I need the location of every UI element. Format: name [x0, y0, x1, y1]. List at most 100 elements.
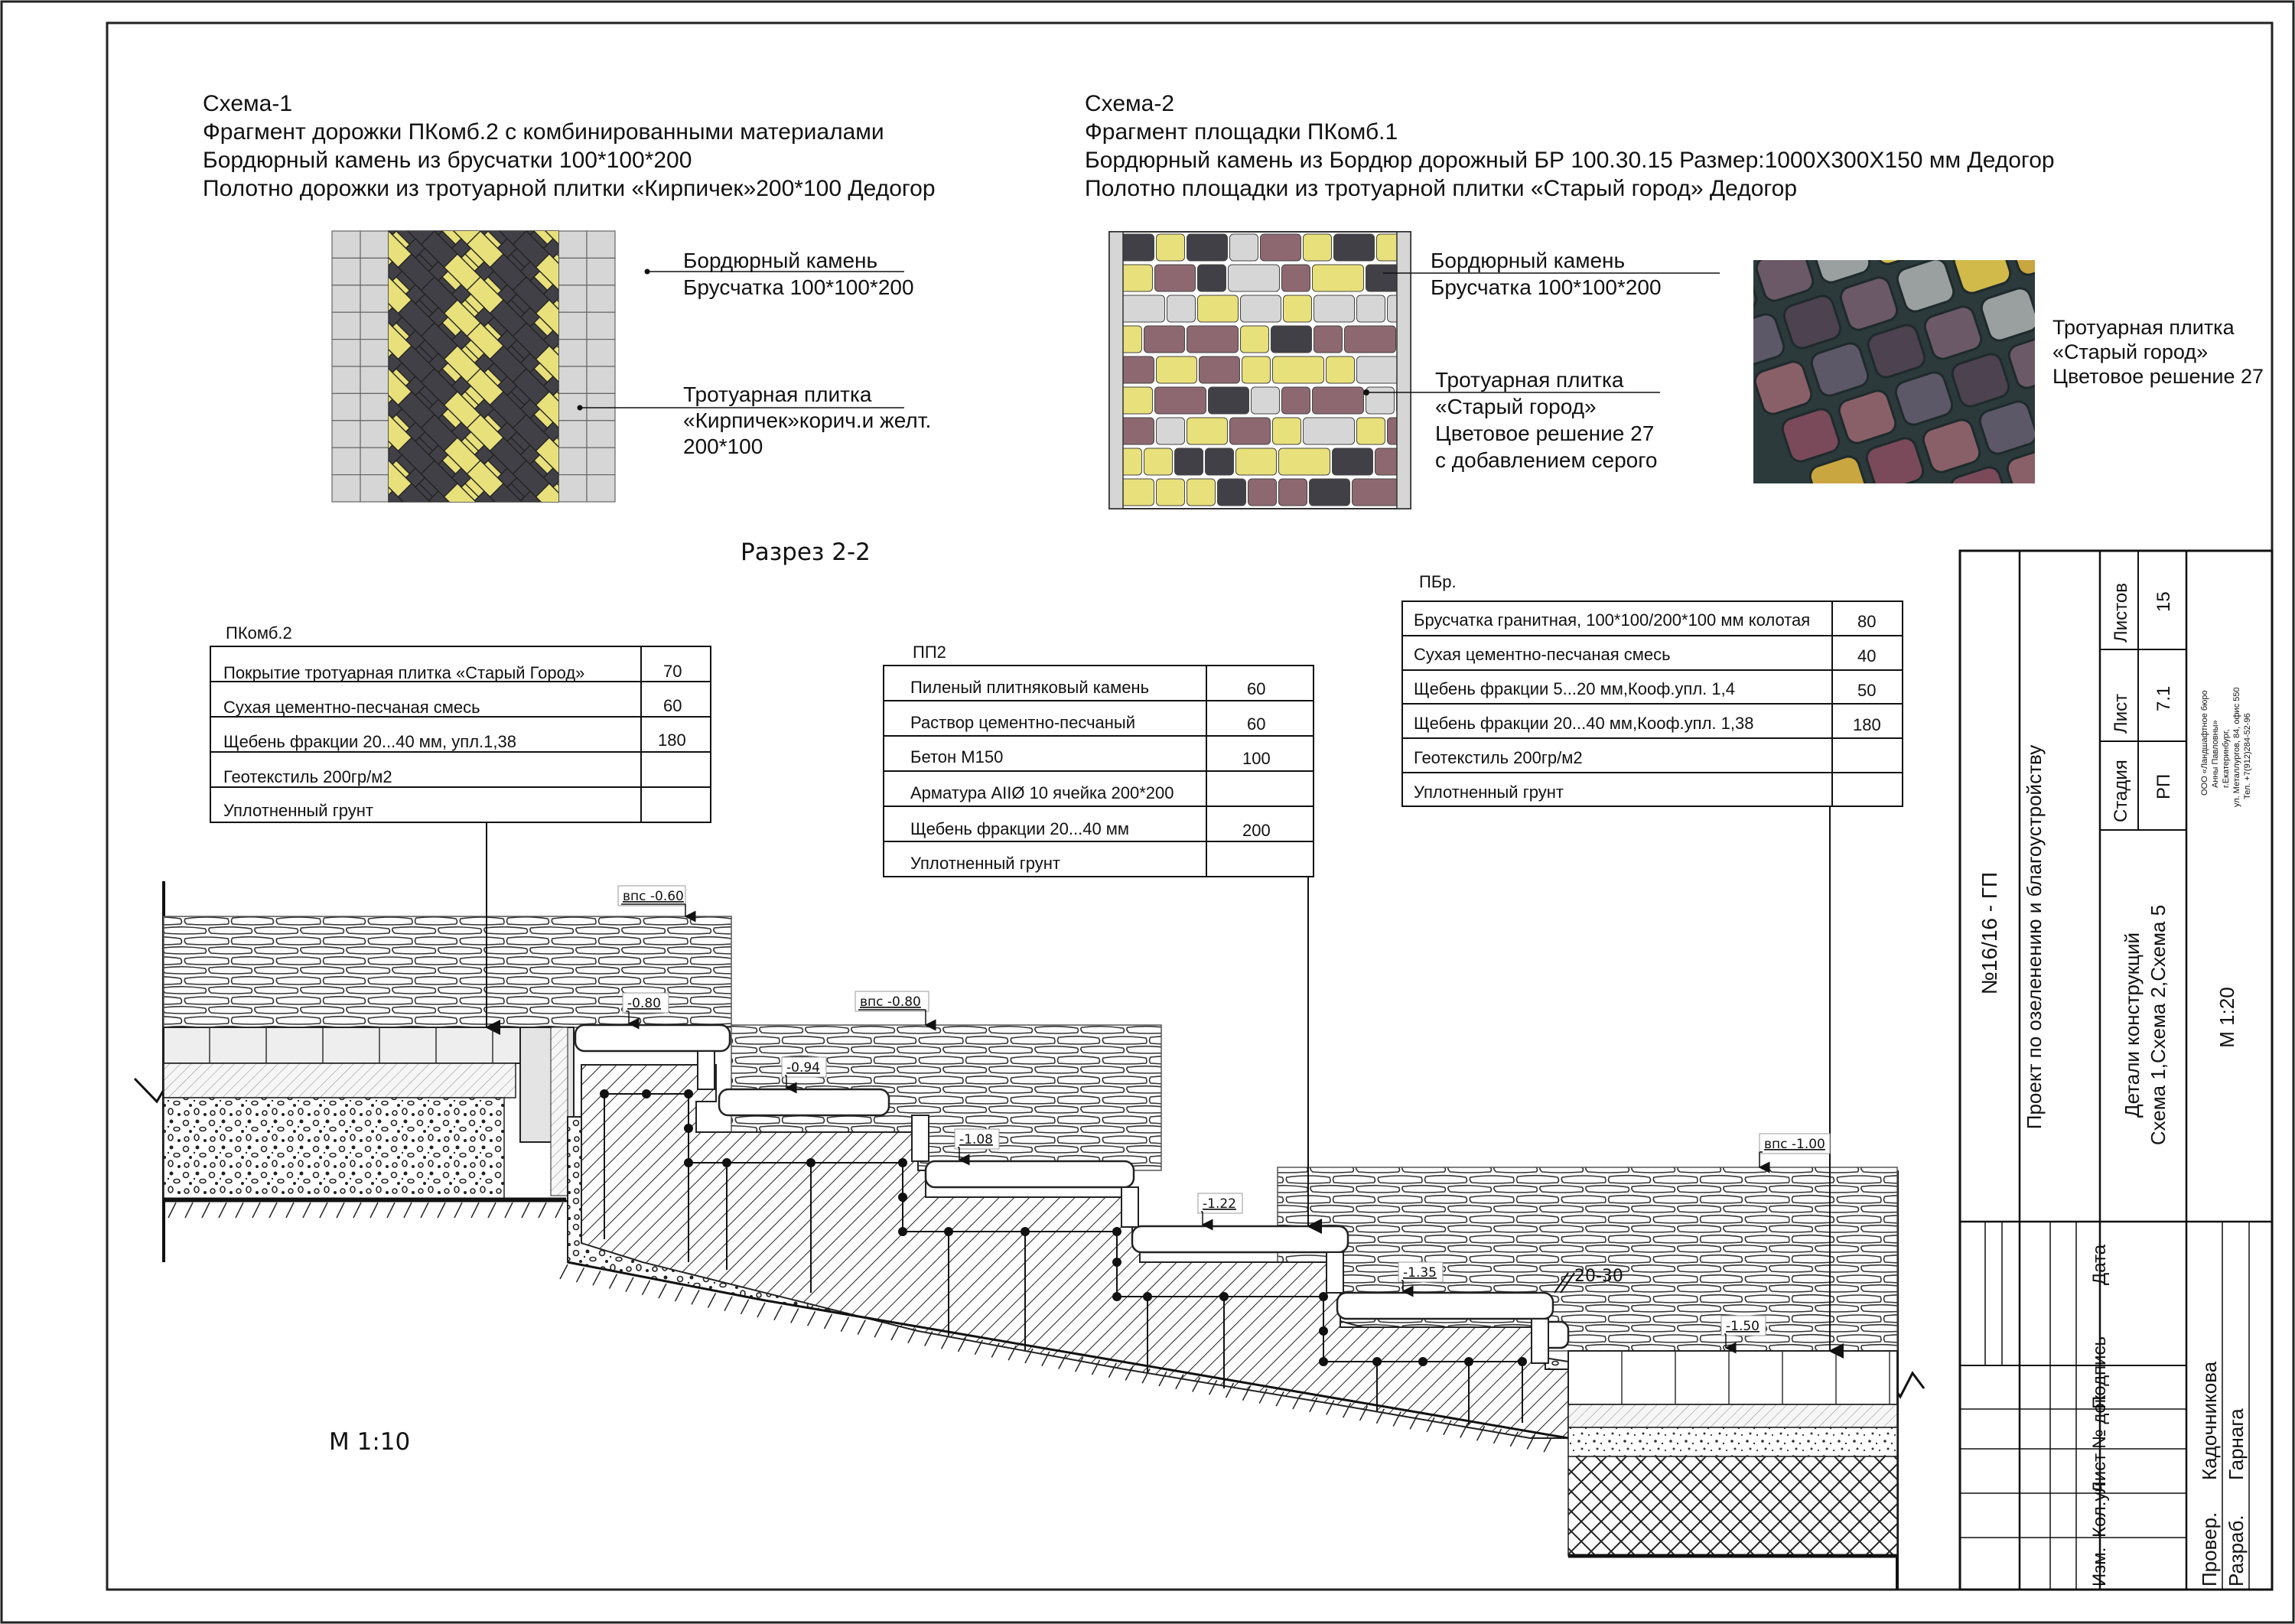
soil-tick — [470, 1202, 480, 1219]
brick — [489, 483, 522, 502]
brick — [720, 346, 760, 386]
border-sett — [360, 420, 389, 448]
paving-tile — [1156, 356, 1197, 384]
paving-tile — [1242, 356, 1271, 384]
role-developer: Разраб. — [2225, 1515, 2248, 1587]
brick — [697, 323, 737, 363]
soil-tick — [658, 1283, 667, 1299]
table-row-value: 40 — [1857, 646, 1876, 666]
soil-tick — [1275, 1391, 1284, 1407]
paving-tile — [1187, 478, 1216, 506]
soil-tick — [1242, 1385, 1252, 1401]
soil-tick — [641, 1280, 651, 1296]
brick — [535, 437, 558, 474]
brick — [760, 208, 800, 249]
soil-tick — [1426, 1417, 1435, 1433]
brick — [714, 300, 754, 340]
paving-tile — [1272, 417, 1301, 445]
soil-tick — [724, 1296, 733, 1312]
brick — [651, 461, 692, 501]
cobblestone — [2065, 201, 2127, 259]
project-name: Проект по озеленению и благоустройству — [2023, 745, 2046, 1129]
elevation-tag — [622, 992, 669, 1014]
paving-tile — [1356, 417, 1385, 445]
brick — [668, 208, 708, 249]
paving-tile — [1356, 295, 1385, 323]
cobblestone — [2175, 391, 2237, 449]
paving-tile — [1260, 233, 1301, 262]
cobblestone — [1838, 389, 1897, 444]
border-sett — [360, 285, 389, 313]
title-block: №16/16 - ГП Проект по озеленению и благо… — [1958, 549, 2274, 1591]
soil-tick — [218, 1202, 227, 1219]
soil-tick — [1543, 1437, 1552, 1453]
company-line: Анны Павловны» — [2211, 720, 2220, 788]
paving-tile — [1283, 295, 1312, 323]
brick — [668, 483, 708, 524]
border-sett — [558, 339, 588, 367]
cobblestone — [1922, 418, 1981, 474]
table-row-label: Уплотненный грунт — [1414, 783, 1564, 802]
soil-tick — [1125, 1365, 1134, 1381]
paving-tile — [1156, 478, 1185, 506]
paving-tile — [1174, 447, 1203, 476]
scheme2-heading: Схема-2 — [1085, 91, 1174, 116]
brick — [714, 208, 754, 249]
border-sett — [558, 447, 588, 476]
table-row-label: Покрытие тротуарная плитка «Старый Город… — [223, 663, 584, 682]
brick — [628, 438, 669, 478]
cobblestone — [1980, 287, 2035, 342]
rebar-node — [806, 1158, 815, 1167]
cobblestone — [1865, 437, 1925, 483]
soil-tick — [1091, 1359, 1101, 1375]
paving-tile — [1332, 447, 1373, 476]
border-sett — [331, 420, 361, 448]
brick — [668, 346, 708, 386]
brick — [760, 483, 800, 524]
sheet-title-2: Схема 1,Схема 2,Схема 5 — [2147, 905, 2170, 1145]
sand-layer-left — [163, 1063, 516, 1098]
brick — [622, 254, 662, 295]
paving-tile — [1208, 386, 1249, 415]
elevation-value: впс -0.80 — [860, 994, 921, 1010]
scheme1-heading: Схема-1 — [203, 91, 292, 116]
soil-tick — [1208, 1379, 1218, 1395]
border-sett — [558, 420, 588, 448]
brick — [535, 253, 558, 291]
brick — [535, 345, 558, 382]
border-sett — [586, 366, 616, 395]
brick — [674, 346, 715, 386]
soil-tick — [773, 1305, 783, 1321]
scheme2-callout-border-1: Бордюрный камень — [1431, 249, 1625, 272]
soil-tick — [974, 1339, 984, 1356]
elevation-value: впс -1.00 — [1764, 1137, 1825, 1152]
paving-tile — [1326, 356, 1355, 384]
paving-tile — [1229, 417, 1271, 445]
brick — [760, 300, 800, 340]
scheme1-callout-border-2: Брусчатка 100*100*200 — [683, 275, 914, 299]
paving-tile — [1167, 295, 1196, 323]
table-row-label: Уплотненный грунт — [223, 801, 373, 820]
rebar-node — [944, 1227, 953, 1236]
cobblestone — [2007, 334, 2035, 389]
table-pbr-title: ПБр. — [1419, 572, 1457, 591]
elevation-tag — [781, 1056, 827, 1078]
brick — [691, 323, 731, 363]
soil-tick — [1309, 1397, 1318, 1413]
scheme1-callout-tile-1: Тротуарная плитка — [683, 382, 872, 406]
soil-tick — [559, 1264, 568, 1280]
soil-tick — [1141, 1368, 1151, 1384]
scheme1-callouts: Бордюрный камень Брусчатка 100*100*200 Т… — [577, 249, 931, 458]
table-pp2-title: ПП2 — [913, 643, 946, 662]
table-pkomb2: ПКомб.2 Покрытие тротуарная плитка «Стар… — [210, 623, 711, 823]
table-row-value: 50 — [1857, 681, 1876, 700]
table-row-label: Сухая цементно-песчаная смесь — [1414, 645, 1671, 664]
col-header: Кол.уч — [2089, 1482, 2110, 1538]
brick — [622, 392, 662, 432]
table-row-label: Брусчатка гранитная, 100*100/200*100 мм … — [1414, 610, 1810, 630]
paving-tile — [1240, 325, 1269, 353]
stage-value: РП — [2153, 774, 2174, 799]
scheme1-line-2: Бордюрный камень из брусчатки 100*100*20… — [203, 148, 692, 173]
